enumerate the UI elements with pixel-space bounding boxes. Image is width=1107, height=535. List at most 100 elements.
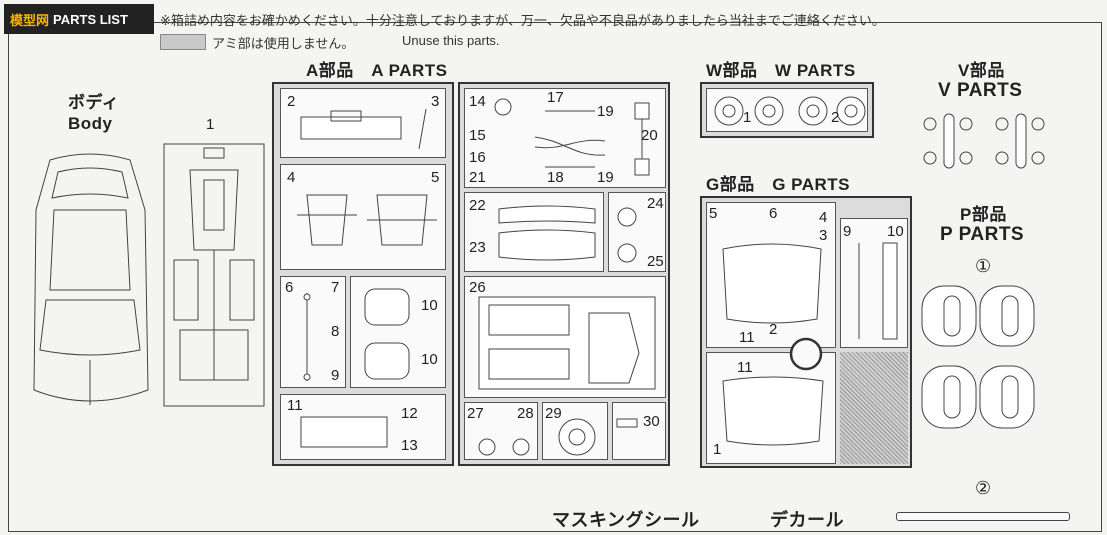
w-parts-sprue: 1 2 [700,82,874,138]
part-number: 23 [469,239,486,256]
part-number: 22 [469,197,486,214]
decal-marker-2: ② [975,478,992,499]
interior-tub-drawing [478,296,656,390]
g-parts-sprue: 5 6 4 3 2 11 11 1 9 10 [700,196,912,468]
exhaust-drawing [494,98,650,176]
v-parts-title-jp: V部品 [958,61,1005,80]
b-cell-29: 29 [542,402,608,460]
body-title-jp: ボディ [68,93,120,112]
unuse-label-en: Unuse this parts. [402,33,500,48]
part-number: 26 [469,279,486,296]
part-number: 25 [647,253,664,270]
part-number: 6 [285,279,294,296]
part-number: 21 [469,169,486,186]
part-number: 20 [641,127,658,144]
part-number: 5 [431,169,440,186]
part-number: 24 [647,195,664,212]
car-body-drawing [33,153,149,405]
a-cell-10: 10 10 [350,276,446,388]
part-number: 2 [831,109,840,126]
b-cell-27-28: 27 28 [464,402,538,460]
part-number: 18 [547,169,564,186]
small-part-drawing [616,418,638,428]
light-bar-drawing [858,242,898,340]
part-number: 12 [401,405,418,422]
g-parts-title: G部品 G PARTS [706,175,851,194]
g-cell-trunk: 11 1 [706,352,836,464]
v-parts-drawing [923,113,1045,169]
part-number: 9 [331,367,340,384]
steering-wheel-drawing [558,418,596,456]
p-parts-title-jp: P部品 [960,205,1007,224]
b-cell-24-25: 24 25 [608,192,666,272]
tire-drawing [921,285,1035,429]
unuse-swatch [160,34,206,50]
tire-marker-1: ① [975,256,992,277]
knob-drawing [478,438,530,456]
a-parts-title: A部品 A PARTS [306,61,448,80]
wheel-drawing [714,96,866,126]
part-number: 10 [421,351,438,368]
a-cell-2-3: 2 3 [280,88,446,158]
part-number: 2 [287,93,296,110]
b-parts-sprue: 14 15 16 17 18 19 19 20 21 22 23 24 25 2… [458,82,670,466]
part-number: 11 [737,359,753,376]
a-cell-4-5: 4 5 [280,164,446,270]
b-cell-26: 26 [464,276,666,398]
body-title-en: Body [68,114,113,133]
masking-seal-label: マスキングシール [552,510,700,530]
part-number: 16 [469,149,486,166]
part-number: 19 [597,103,614,120]
chassis-drawing [163,143,265,407]
notice-text: ※箱詰め内容をお確かめください。十分注意しておりますが、万一、欠品や不良品があり… [160,14,885,29]
hood-drawing [722,243,822,324]
sprue-gate-circle [789,337,823,371]
parts-list-tab: 模型网 PARTS LIST [4,4,154,34]
part-number: 15 [469,127,486,144]
b-cell-22-23: 22 23 [464,192,604,272]
decal-sheet [896,512,1070,521]
unuse-label-jp: アミ部は使用しません。 [212,37,355,52]
decal-label: デカール [770,510,844,530]
g-cell-hood: 5 6 4 3 2 11 [706,202,836,348]
part-number: 27 [467,405,484,422]
part-number: 1 [743,109,752,126]
site-logo: 模型网 [10,12,50,28]
part-number: 3 [819,227,828,244]
part-number: 10 [887,223,904,240]
a-parts-sprue: 2 3 4 5 6 7 8 9 10 10 11 12 13 [272,82,454,466]
v-parts-title-en: V PARTS [938,80,1023,101]
part-number: 13 [401,437,418,454]
part-number: 11 [739,329,755,346]
part-number: 7 [331,279,340,296]
tray-part-drawing [300,108,427,150]
part-number: 4 [819,209,828,226]
part-number: 2 [769,321,778,338]
w-parts-title: W部品 W PARTS [706,61,856,80]
w-cell-wheels: 1 2 [706,88,868,132]
part-number: 19 [597,169,614,186]
part-number: 5 [709,205,718,222]
a-cell-6-9: 6 7 8 9 [280,276,346,388]
suspension-drawing [297,194,437,246]
part-number: 10 [421,297,438,314]
part-number: 28 [517,405,534,422]
tray-part-drawing [300,416,388,448]
b-cell-30: 30 [612,402,666,460]
part-number: 8 [331,323,340,340]
p-parts-title-en: P PARTS [940,224,1025,245]
part-number: 30 [643,413,660,430]
part-number: 17 [547,89,564,106]
part-number: 4 [287,169,296,186]
g-cell-9-10: 9 10 [840,218,908,348]
parts-list-frame [8,22,1102,532]
body-part-number: 1 [206,116,215,133]
unused-area [840,352,908,464]
part-number: 11 [287,397,303,414]
trunk-drawing [722,376,824,446]
part-number: 9 [843,223,852,240]
rod-drawing [303,293,311,381]
part-number: 1 [713,441,722,458]
seat-drawing [364,288,410,380]
part-number: 14 [469,93,486,110]
